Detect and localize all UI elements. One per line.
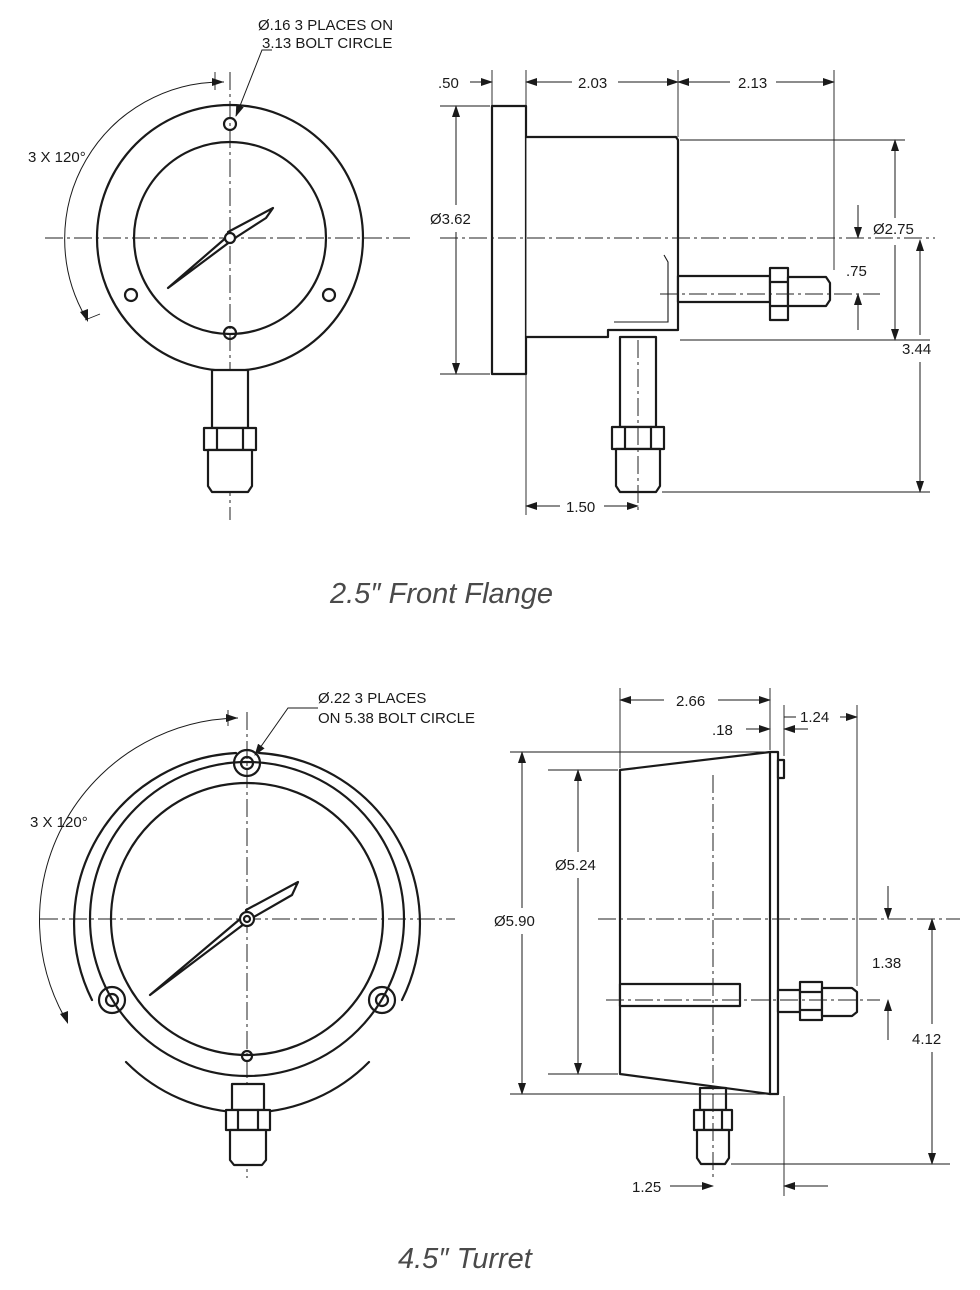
bolt-hole-left <box>104 992 120 1008</box>
dim-back-offset: 1.38 <box>872 955 901 972</box>
top-caption: 2.5″ Front Flange <box>329 578 553 610</box>
dim-back-connection: 1.24 <box>800 709 829 726</box>
dim-case-diameter: Ø2.75 <box>873 221 914 238</box>
dim-case-depth: 2.03 <box>578 75 607 92</box>
dim-flange-thickness: .50 <box>438 75 459 92</box>
angle-label: 3 X 120° <box>30 814 88 831</box>
hex-nut-icon <box>224 1108 272 1132</box>
npt-thread-icon <box>206 448 254 494</box>
dim-overall-height: 4.12 <box>912 1031 941 1048</box>
turret-front-view: Ø.22 3 PLACES ON 5.38 BOLT CIRCLE 3 X 12… <box>30 690 475 1178</box>
front-flange-front-view: Ø.16 3 PLACES ON 3.13 BOLT CIRCLE 3 X 12… <box>28 17 410 520</box>
hole-note-line2: 3.13 BOLT CIRCLE <box>262 35 392 52</box>
hole-note-line2: ON 5.38 BOLT CIRCLE <box>318 710 475 727</box>
bolt-hole-top <box>222 116 238 132</box>
dim-flange-diameter: Ø3.62 <box>430 211 471 228</box>
dim-lip: .18 <box>712 722 733 739</box>
dim-outer-diameter: Ø5.90 <box>494 913 535 930</box>
bolt-hole-left <box>123 287 139 303</box>
dim-bottom-connection: 1.25 <box>632 1179 661 1196</box>
hole-note-line1: Ø.16 3 PLACES ON <box>258 17 393 34</box>
dim-bottom-connection: 1.50 <box>566 499 595 516</box>
back-hex-nut-icon <box>798 980 824 1022</box>
dim-case-depth: 2.66 <box>676 693 705 710</box>
hole-note-line1: Ø.22 3 PLACES <box>318 690 426 707</box>
dim-back-connection: 2.13 <box>738 75 767 92</box>
gauge-pointer-icon <box>148 880 300 997</box>
dim-overall-height: 3.44 <box>902 341 931 358</box>
gauge-pointer-icon <box>166 206 275 290</box>
bottom-caption: 4.5″ Turret <box>398 1243 534 1275</box>
hex-nut-icon <box>202 426 258 452</box>
npt-thread-icon <box>228 1128 268 1167</box>
dial-screw <box>222 325 238 341</box>
bolt-hole-right <box>321 287 337 303</box>
dial-screw <box>240 1049 254 1063</box>
bolt-hole-right <box>374 992 390 1008</box>
dim-inner-diameter: Ø5.24 <box>555 857 596 874</box>
front-flange-side-view: .50 2.03 2.13 Ø3.62 Ø2.75 .75 3.44 1.50 <box>430 70 935 516</box>
dim-back-offset: .75 <box>846 263 867 280</box>
angle-label: 3 X 120° <box>28 149 86 166</box>
turret-side-view: 2.66 .18 1.24 Ø5.24 Ø5.90 1.38 4.12 1.25 <box>494 688 960 1196</box>
